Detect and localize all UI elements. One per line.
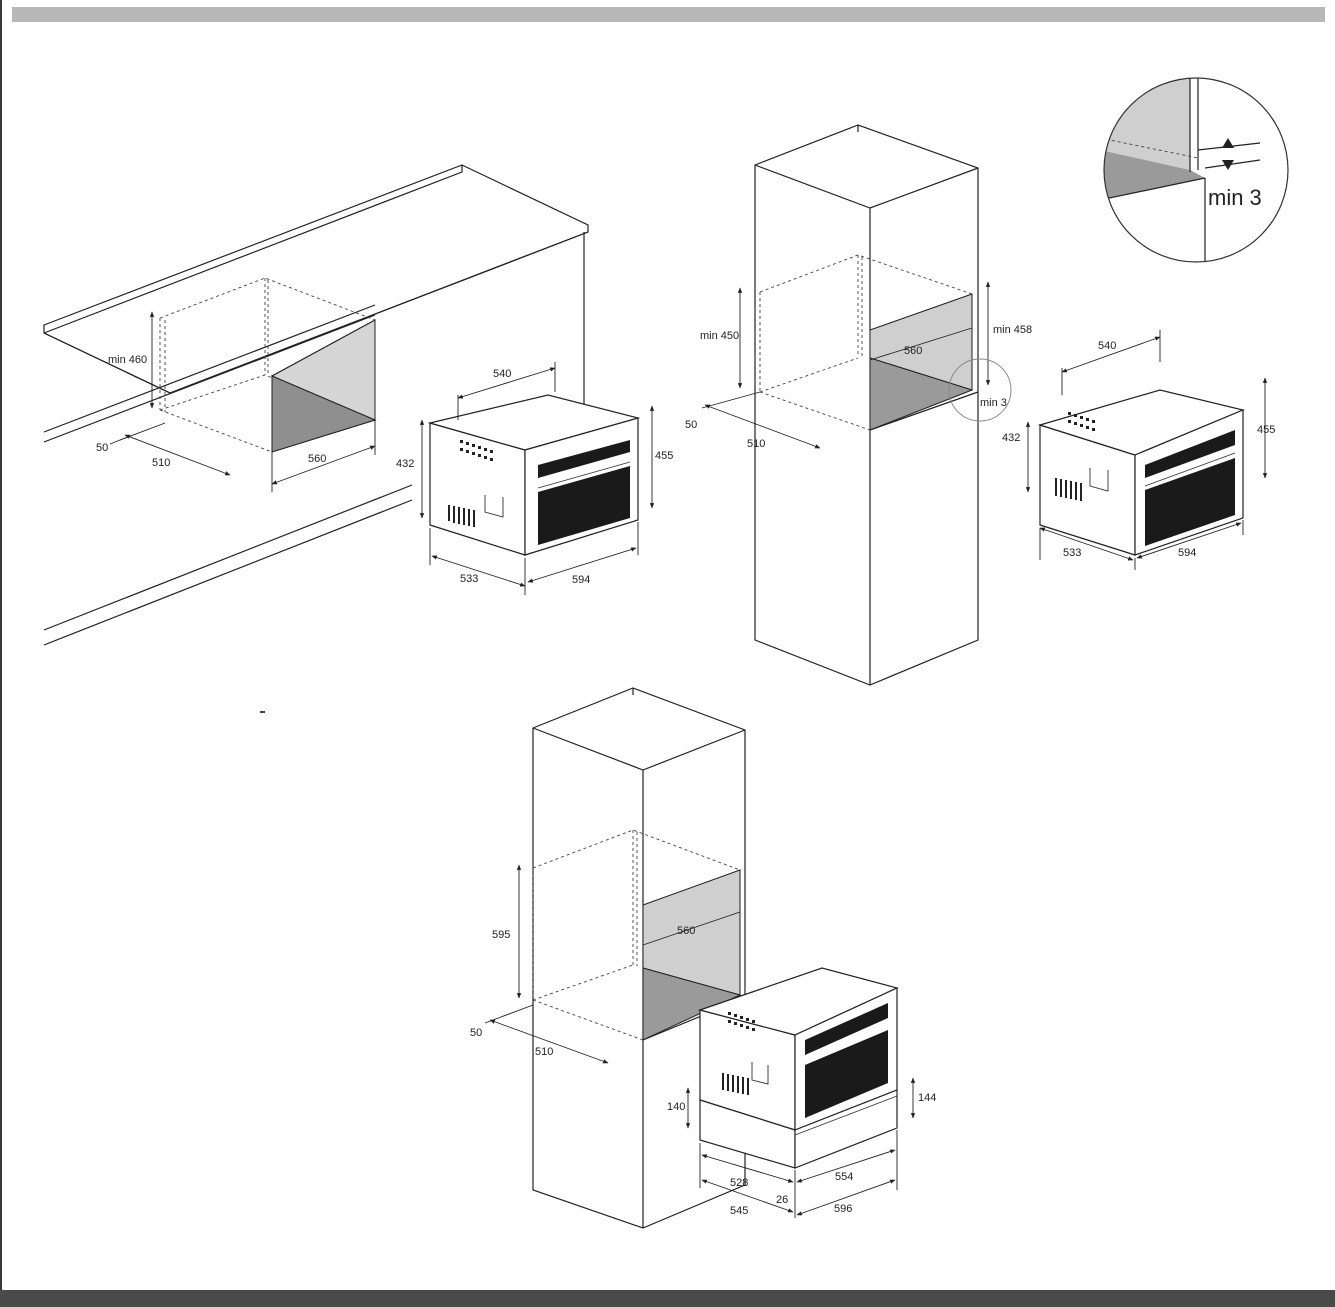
gap-detail-callout: min 3 xyxy=(1103,77,1289,263)
tall-upper-height-right-label: min 458 xyxy=(993,324,1032,336)
oven-left-height-left: 432 xyxy=(396,458,414,470)
oven-left-depth: 533 xyxy=(460,573,478,585)
drawer-width: 554 xyxy=(835,1171,853,1183)
oven-right-depth: 533 xyxy=(1063,547,1081,559)
tall-lower-depth-label: 510 xyxy=(535,1046,553,1058)
tall-upper-height-label: min 450 xyxy=(700,330,739,342)
niche-width-label: 560 xyxy=(308,453,326,465)
detail-marker-circle xyxy=(948,358,1012,422)
oven-right-width-top: 540 xyxy=(1098,340,1116,352)
tall-upper-offset-label: 50 xyxy=(685,419,697,431)
oven-right-height-right: 455 xyxy=(1257,424,1275,436)
oven-right: 540 432 455 533 594 xyxy=(1002,330,1275,570)
drawer-total-width: 596 xyxy=(834,1203,852,1215)
oven-left-height-right: 455 xyxy=(655,450,673,462)
tall-unit-lower: 595 560 50 510 xyxy=(470,687,746,1229)
oven-left-width-bottom: 594 xyxy=(572,574,590,586)
countertop-installation: min 460 50 510 560 xyxy=(43,164,589,646)
oven-left: 540 432 455 533 594 xyxy=(396,362,673,595)
drawer-height-left: 140 xyxy=(667,1101,685,1113)
oven-right-height-left: 432 xyxy=(1002,432,1020,444)
oven-left-width-top: 540 xyxy=(493,368,511,380)
niche-offset-label: 50 xyxy=(96,442,108,454)
tall-lower-width-label: 560 xyxy=(677,925,695,937)
drawer-height-right: 144 xyxy=(918,1092,936,1104)
oven-right-width-bottom: 594 xyxy=(1178,547,1196,559)
tall-upper-depth-label: 510 xyxy=(747,438,765,450)
drawer-gap: 26 xyxy=(776,1194,788,1206)
drawer-total-depth: 545 xyxy=(730,1205,748,1217)
tall-lower-floor xyxy=(642,967,742,1041)
niche-height-label: min 460 xyxy=(108,354,147,366)
drawer-depth: 528 xyxy=(730,1177,748,1189)
niche-depth-label: 510 xyxy=(152,457,170,469)
left-border-line xyxy=(0,0,2,1290)
tall-lower-height-label: 595 xyxy=(492,929,510,941)
tall-unit-upper: min 450 min 458 560 min 3 50 510 xyxy=(685,124,1032,686)
tall-upper-width-label: 560 xyxy=(904,345,922,357)
warming-drawer-front xyxy=(794,1089,898,1169)
oven-with-drawer: 140 144 528 554 26 545 596 xyxy=(667,967,936,1218)
bottom-footer-band xyxy=(0,1290,1335,1307)
tall-lower-offset-label: 50 xyxy=(470,1027,482,1039)
tall-upper-gap-label: min 3 xyxy=(980,397,1007,409)
detail-gap-label: min 3 xyxy=(1208,185,1262,210)
top-header-band xyxy=(12,7,1325,22)
stray-mark xyxy=(260,711,265,713)
tall-unit-upper-body xyxy=(754,124,979,686)
